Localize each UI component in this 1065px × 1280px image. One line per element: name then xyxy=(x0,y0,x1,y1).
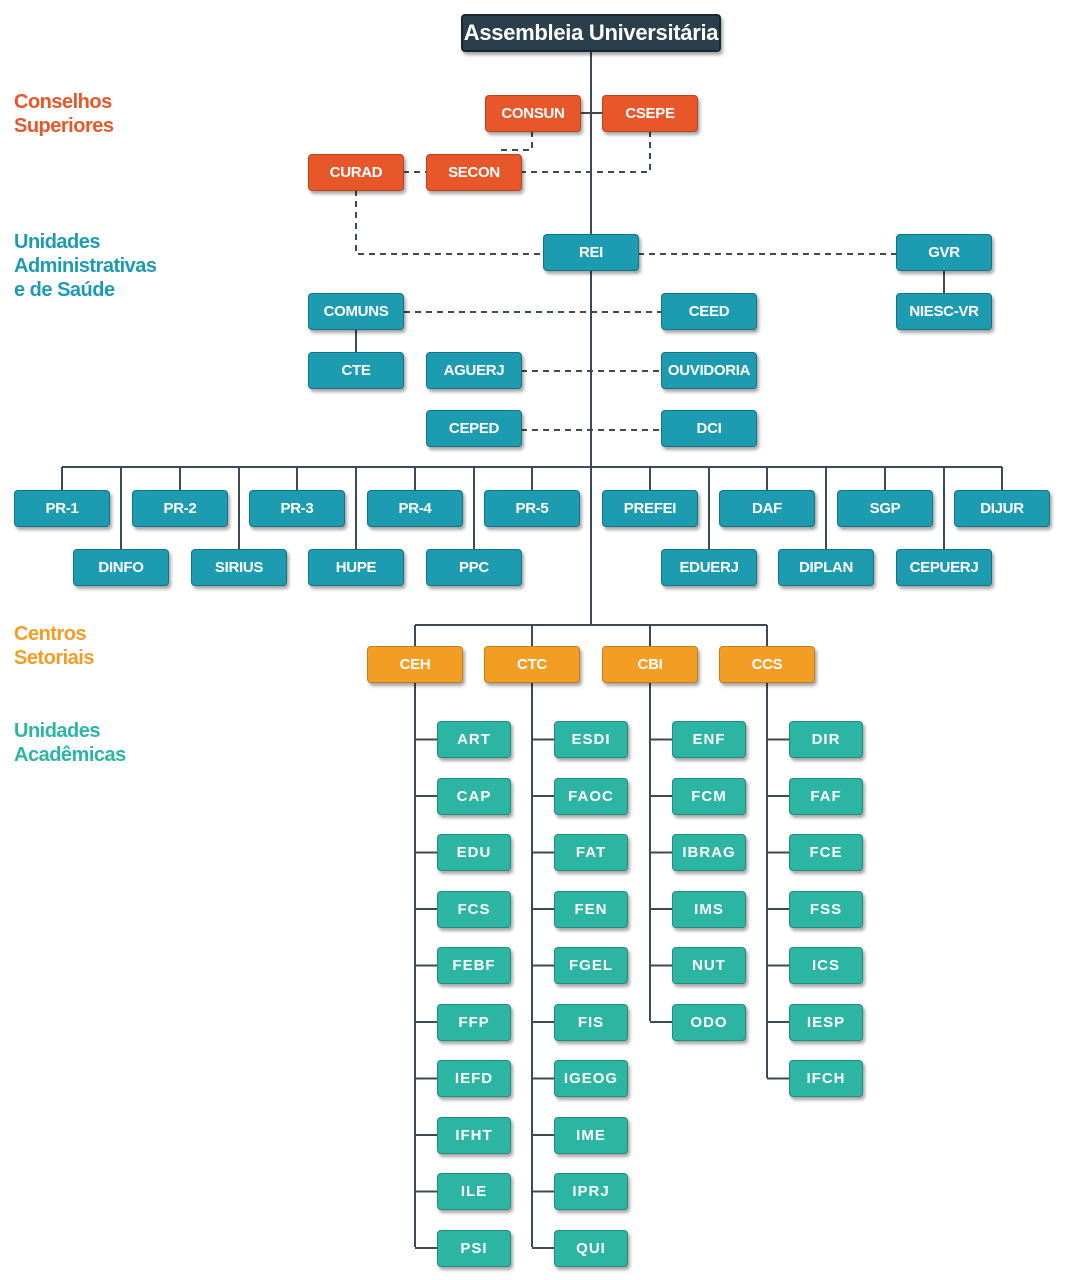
box-ceed[interactable]: CEED xyxy=(661,293,757,330)
section-conselhos-superiores: Conselhos Superiores xyxy=(14,90,114,138)
box-unit-cap[interactable]: CAP xyxy=(437,777,511,815)
section-label-line: Centros xyxy=(14,623,87,645)
box-pr-4[interactable]: PR-4 xyxy=(367,490,463,527)
box-ceped[interactable]: CEPED xyxy=(426,410,522,447)
box-ppc[interactable]: PPC xyxy=(426,549,522,586)
box-unit-fis[interactable]: FIS xyxy=(554,1003,628,1041)
box-unit-fat[interactable]: FAT xyxy=(554,834,628,871)
box-unit-ims[interactable]: IMS xyxy=(672,890,746,928)
title-box[interactable]: Assembleia Universitária xyxy=(461,14,721,52)
box-unit-iesp[interactable]: IESP xyxy=(789,1003,863,1041)
section-label-line: Superiores xyxy=(14,115,114,137)
section-label-line: Administrativas xyxy=(14,255,157,277)
box-unit-fcm[interactable]: FCM xyxy=(672,777,746,815)
box-center-ceh[interactable]: CEH xyxy=(367,646,463,683)
box-center-ccs[interactable]: CCS xyxy=(719,646,815,683)
section-label-line: Acadêmicas xyxy=(14,744,126,766)
box-unit-igeog[interactable]: IGEOG xyxy=(554,1060,628,1097)
box-dijur[interactable]: DIJUR xyxy=(954,490,1050,527)
box-unit-edu[interactable]: EDU xyxy=(437,834,511,871)
box-unit-dir[interactable]: DIR xyxy=(789,721,863,758)
box-pr-3[interactable]: PR-3 xyxy=(249,490,345,527)
box-ouvidoria[interactable]: OUVIDORIA xyxy=(661,352,757,389)
box-center-cbi[interactable]: CBI xyxy=(602,646,698,683)
box-unit-fce[interactable]: FCE xyxy=(789,834,863,871)
box-unit-esdi[interactable]: ESDI xyxy=(554,721,628,758)
section-label-line: Unidades xyxy=(14,720,101,742)
box-aguerj[interactable]: AGUERJ xyxy=(426,352,522,389)
section-unidades-administrativas: Unidades Administrativas e de Saúde xyxy=(14,230,157,302)
box-unit-enf[interactable]: ENF xyxy=(672,721,746,758)
box-curad[interactable]: CURAD xyxy=(308,154,404,191)
box-secon[interactable]: SECON xyxy=(426,154,522,191)
box-dci[interactable]: DCI xyxy=(661,410,757,447)
box-prefei[interactable]: PREFEI xyxy=(602,490,698,527)
box-cte[interactable]: CTE xyxy=(308,352,404,389)
box-comuns[interactable]: COMUNS xyxy=(308,293,404,330)
box-consun[interactable]: CONSUN xyxy=(485,95,581,132)
box-unit-nut[interactable]: NUT xyxy=(672,947,746,984)
box-diplan[interactable]: DIPLAN xyxy=(778,549,874,586)
box-unit-fss[interactable]: FSS xyxy=(789,890,863,928)
box-pr-2[interactable]: PR-2 xyxy=(132,490,228,527)
box-unit-iefd[interactable]: IEFD xyxy=(437,1060,511,1097)
section-unidades-academicas: Unidades Acadêmicas xyxy=(14,719,126,767)
box-unit-ile[interactable]: ILE xyxy=(437,1173,511,1210)
box-unit-psi[interactable]: PSI xyxy=(437,1229,511,1267)
box-niesc-vr[interactable]: NIESC-VR xyxy=(896,293,992,330)
section-label-line: Setoriais xyxy=(14,647,94,669)
box-unit-ime[interactable]: IME xyxy=(554,1116,628,1154)
box-unit-iprj[interactable]: IPRJ xyxy=(554,1173,628,1210)
box-unit-faoc[interactable]: FAOC xyxy=(554,777,628,815)
box-gvr[interactable]: GVR xyxy=(896,234,992,271)
section-label-line: e de Saúde xyxy=(14,279,115,301)
section-label-line: Unidades xyxy=(14,231,101,253)
box-dinfo[interactable]: DINFO xyxy=(73,549,169,586)
box-unit-odo[interactable]: ODO xyxy=(672,1003,746,1041)
box-unit-ifht[interactable]: IFHT xyxy=(437,1116,511,1154)
box-daf[interactable]: DAF xyxy=(719,490,815,527)
section-label-line: Conselhos xyxy=(14,91,112,113)
box-hupe[interactable]: HUPE xyxy=(308,549,404,586)
box-unit-qui[interactable]: QUI xyxy=(554,1229,628,1267)
box-csepe[interactable]: CSEPE xyxy=(602,95,698,132)
box-unit-febf[interactable]: FEBF xyxy=(437,947,511,984)
box-sirius[interactable]: SIRIUS xyxy=(191,549,287,586)
box-unit-faf[interactable]: FAF xyxy=(789,777,863,815)
box-rei[interactable]: REI xyxy=(543,234,639,271)
box-unit-fgel[interactable]: FGEL xyxy=(554,947,628,984)
box-unit-ics[interactable]: ICS xyxy=(789,947,863,984)
box-unit-ibrag[interactable]: IBRAG xyxy=(672,834,746,871)
box-pr-1[interactable]: PR-1 xyxy=(14,490,110,527)
section-centros-setoriais: Centros Setoriais xyxy=(14,622,94,670)
box-center-ctc[interactable]: CTC xyxy=(484,646,580,683)
box-unit-ffp[interactable]: FFP xyxy=(437,1003,511,1041)
box-pr-5[interactable]: PR-5 xyxy=(484,490,580,527)
box-unit-fen[interactable]: FEN xyxy=(554,890,628,928)
box-sgp[interactable]: SGP xyxy=(837,490,933,527)
box-unit-fcs[interactable]: FCS xyxy=(437,890,511,928)
box-eduerj[interactable]: EDUERJ xyxy=(661,549,757,586)
box-unit-ifch[interactable]: IFCH xyxy=(789,1060,863,1097)
box-cepuerj[interactable]: CEPUERJ xyxy=(896,549,992,586)
box-unit-art[interactable]: ART xyxy=(437,721,511,758)
